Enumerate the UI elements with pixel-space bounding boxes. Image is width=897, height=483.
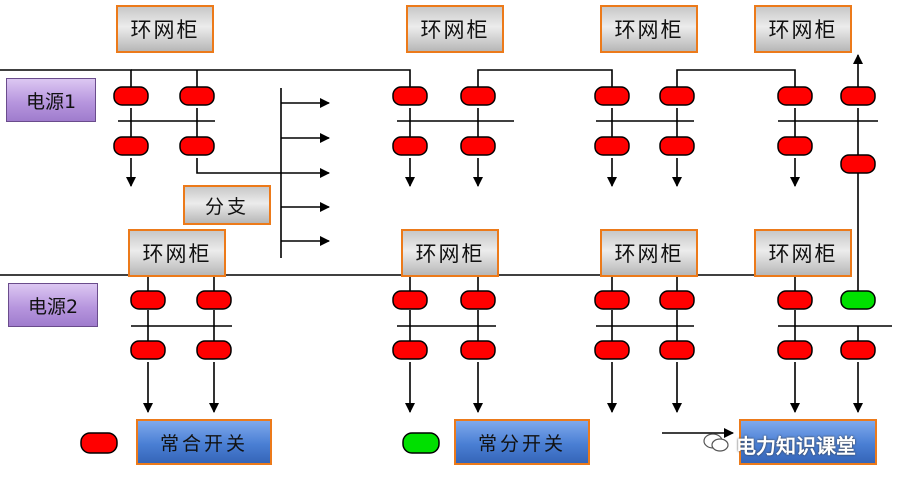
- link-4: [676, 69, 795, 186]
- closed-switch: [840, 340, 876, 360]
- closed-switch-legend-icon: [80, 432, 118, 454]
- legend-box-3: [739, 419, 877, 465]
- branch-box: 分支: [183, 185, 271, 225]
- closed-switch: [594, 136, 630, 156]
- link-6: [477, 274, 612, 412]
- closed-switch: [460, 86, 496, 106]
- closed-switch: [179, 86, 215, 106]
- closed-switch: [777, 290, 813, 310]
- closed-switch: [460, 290, 496, 310]
- bottom-cabinet-3: 环网柜: [600, 229, 698, 277]
- switches: [113, 86, 876, 360]
- closed-switch: [113, 86, 149, 106]
- chat-bubble-icon: [703, 433, 729, 452]
- power-source-1: 电源1: [6, 78, 96, 122]
- legend-normally-open: 常分开关: [454, 419, 590, 465]
- open-switch-legend-icon: [402, 432, 440, 454]
- power-source-2: 电源2: [8, 283, 98, 327]
- closed-switch: [460, 136, 496, 156]
- closed-switch: [460, 340, 496, 360]
- bottom-cabinet-1: 环网柜: [128, 229, 226, 277]
- closed-switch: [659, 340, 695, 360]
- closed-switch: [196, 290, 232, 310]
- closed-switch: [392, 290, 428, 310]
- closed-switch: [659, 136, 695, 156]
- top-cabinet-2: 环网柜: [406, 5, 504, 53]
- closed-switch: [594, 290, 630, 310]
- legend-normally-closed: 常合开关: [136, 419, 272, 465]
- closed-switch: [777, 340, 813, 360]
- closed-switch: [777, 136, 813, 156]
- closed-switch: [840, 86, 876, 106]
- bottom-cabinet-2: 环网柜: [401, 229, 499, 277]
- watermark-text: 电力知识课堂: [736, 434, 856, 458]
- closed-switch: [840, 154, 876, 174]
- open-switch: [840, 290, 876, 310]
- link-2: [477, 69, 612, 186]
- closed-switch: [392, 86, 428, 106]
- closed-switch: [113, 136, 149, 156]
- closed-switch: [594, 86, 630, 106]
- closed-switch: [594, 340, 630, 360]
- link-8: [676, 274, 795, 412]
- closed-switch: [392, 136, 428, 156]
- top-cabinet-3: 环网柜: [600, 5, 698, 53]
- bus-line-1-b: [131, 69, 410, 186]
- branch-line: [196, 158, 281, 174]
- closed-switch: [130, 290, 166, 310]
- bottom-cabinet-4: 环网柜: [754, 229, 852, 277]
- top-cabinet-4: 环网柜: [754, 5, 852, 53]
- closed-switch: [392, 340, 428, 360]
- closed-switch: [130, 340, 166, 360]
- closed-switch: [179, 136, 215, 156]
- closed-switch: [196, 340, 232, 360]
- closed-switch: [659, 290, 695, 310]
- closed-switch: [659, 86, 695, 106]
- top-cabinet-1: 环网柜: [116, 5, 214, 53]
- closed-switch: [777, 86, 813, 106]
